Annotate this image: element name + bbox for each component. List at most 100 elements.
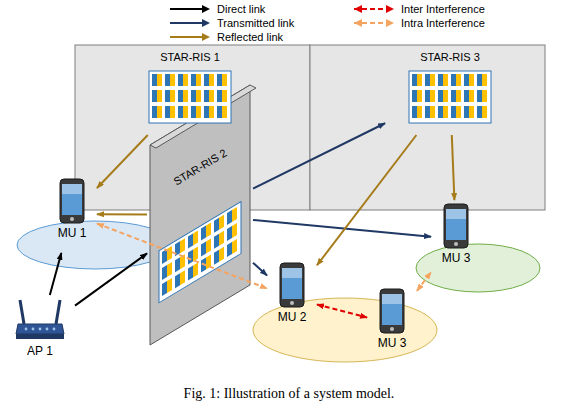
element-cell — [170, 106, 175, 118]
figure-caption: Fig. 1: Illustration of a system model. — [0, 386, 578, 402]
legend-arrowhead — [202, 5, 210, 13]
element-cell — [451, 90, 456, 102]
element-cell — [464, 106, 469, 118]
legend-entry: Inter Interference — [352, 3, 485, 15]
element-cell — [482, 106, 487, 118]
phone-screen — [446, 209, 466, 240]
element-cell — [217, 106, 222, 118]
element-cell — [469, 90, 474, 102]
legend-entry: Direct link — [168, 3, 265, 15]
link-connector — [317, 305, 367, 318]
element-cell — [188, 249, 193, 264]
element-cell — [191, 74, 196, 86]
link-connector — [97, 135, 148, 188]
element-cell — [191, 90, 196, 102]
element-cell — [219, 247, 224, 262]
element-cell — [188, 233, 193, 248]
link-connector — [50, 253, 61, 295]
element-cell — [469, 74, 474, 86]
mobile-user: MU 3 — [370, 288, 414, 360]
element-cell — [469, 106, 474, 118]
element-cell — [180, 270, 185, 285]
phone-button — [454, 242, 458, 246]
element-cell — [204, 106, 209, 118]
element-cell — [165, 74, 170, 86]
element-cell — [183, 106, 188, 118]
wall — [310, 45, 545, 210]
element-cell — [477, 90, 482, 102]
element-cell — [209, 74, 214, 86]
link-connector — [317, 135, 416, 265]
element-cell — [451, 106, 456, 118]
phone-screen — [382, 294, 402, 304]
element-cell — [196, 106, 201, 118]
element-cell — [438, 90, 443, 102]
star-ris-slab — [150, 85, 250, 345]
element-cell — [214, 250, 219, 265]
element-cell — [196, 90, 201, 102]
phone-body — [280, 263, 304, 307]
element-cell — [430, 74, 435, 86]
link-connector — [97, 213, 147, 215]
legend-line-sample — [168, 18, 212, 28]
phone-body — [444, 204, 468, 248]
element-cell — [170, 74, 175, 86]
element-cell — [443, 106, 448, 118]
element-cell — [157, 74, 162, 86]
element-cell — [209, 106, 214, 118]
element-cell — [222, 90, 227, 102]
element-cell — [412, 74, 417, 86]
phone-screen — [446, 209, 466, 219]
element-cell — [162, 281, 167, 296]
element-cell — [152, 106, 157, 118]
element-cell — [232, 239, 237, 254]
node-label: MU 3 — [434, 251, 478, 265]
array-frame — [149, 71, 231, 123]
element-cell — [217, 90, 222, 102]
element-cell — [227, 226, 232, 241]
element-cell — [417, 106, 422, 118]
phone-screen — [62, 184, 82, 215]
link-connector — [253, 123, 385, 188]
element-cell — [165, 90, 170, 102]
element-cell — [157, 90, 162, 102]
element-cell — [214, 218, 219, 233]
phone-icon — [443, 203, 469, 249]
element-cell — [170, 90, 175, 102]
router-body — [16, 324, 64, 334]
element-cell — [193, 262, 198, 277]
router-led — [53, 328, 56, 331]
element-cell — [477, 106, 482, 118]
phone-button — [290, 301, 294, 305]
element-cell — [456, 106, 461, 118]
coverage-ellipse — [253, 298, 437, 362]
phone-icon — [59, 178, 85, 224]
element-cell — [175, 257, 180, 272]
node-label: AP 1 — [8, 344, 72, 358]
element-cell — [482, 90, 487, 102]
legend-arrowhead — [354, 5, 362, 13]
element-cell — [201, 242, 206, 257]
element-cell — [152, 90, 157, 102]
element-cell — [162, 265, 167, 280]
antenna — [56, 300, 60, 324]
legend-line-sample — [168, 32, 212, 42]
star-ris-panel: STAR-RIS 2 — [150, 85, 250, 345]
element-cell — [438, 106, 443, 118]
node-label: STAR-RIS 3 — [388, 50, 512, 63]
legend-line-sample — [352, 18, 396, 28]
element-cell — [167, 262, 172, 277]
element-cell — [464, 74, 469, 86]
phone-icon — [379, 288, 405, 334]
link-connector — [75, 253, 147, 305]
router-led — [25, 328, 28, 331]
element-cell — [167, 246, 172, 261]
element-cell — [178, 106, 183, 118]
star-ris-panel: STAR-RIS 1 — [128, 50, 252, 132]
element-cell — [232, 207, 237, 222]
element-arrays — [149, 71, 491, 303]
element-cell — [204, 74, 209, 86]
